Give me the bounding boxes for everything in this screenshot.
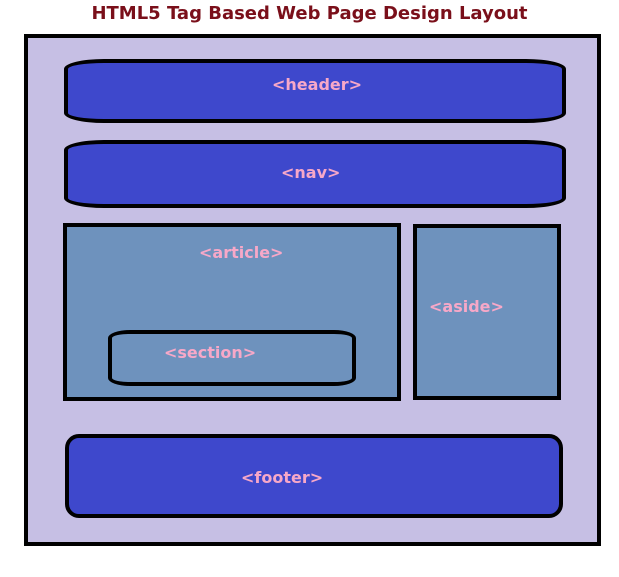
footer-block: <footer> xyxy=(65,434,563,518)
footer-label: <footer> xyxy=(241,468,324,487)
article-label: <article> xyxy=(199,243,284,262)
section-label: <section> xyxy=(164,343,257,362)
nav-block: <nav> xyxy=(64,140,566,208)
nav-label: <nav> xyxy=(281,163,341,182)
aside-block: <aside> xyxy=(413,224,561,400)
aside-label: <aside> xyxy=(429,297,504,316)
page-layout-frame: <header> <nav> <article> <section> <asid… xyxy=(24,34,601,546)
header-block: <header> xyxy=(64,59,566,123)
section-block: <section> xyxy=(108,330,356,386)
diagram-title: HTML5 Tag Based Web Page Design Layout xyxy=(91,3,528,24)
header-label: <header> xyxy=(272,75,363,94)
